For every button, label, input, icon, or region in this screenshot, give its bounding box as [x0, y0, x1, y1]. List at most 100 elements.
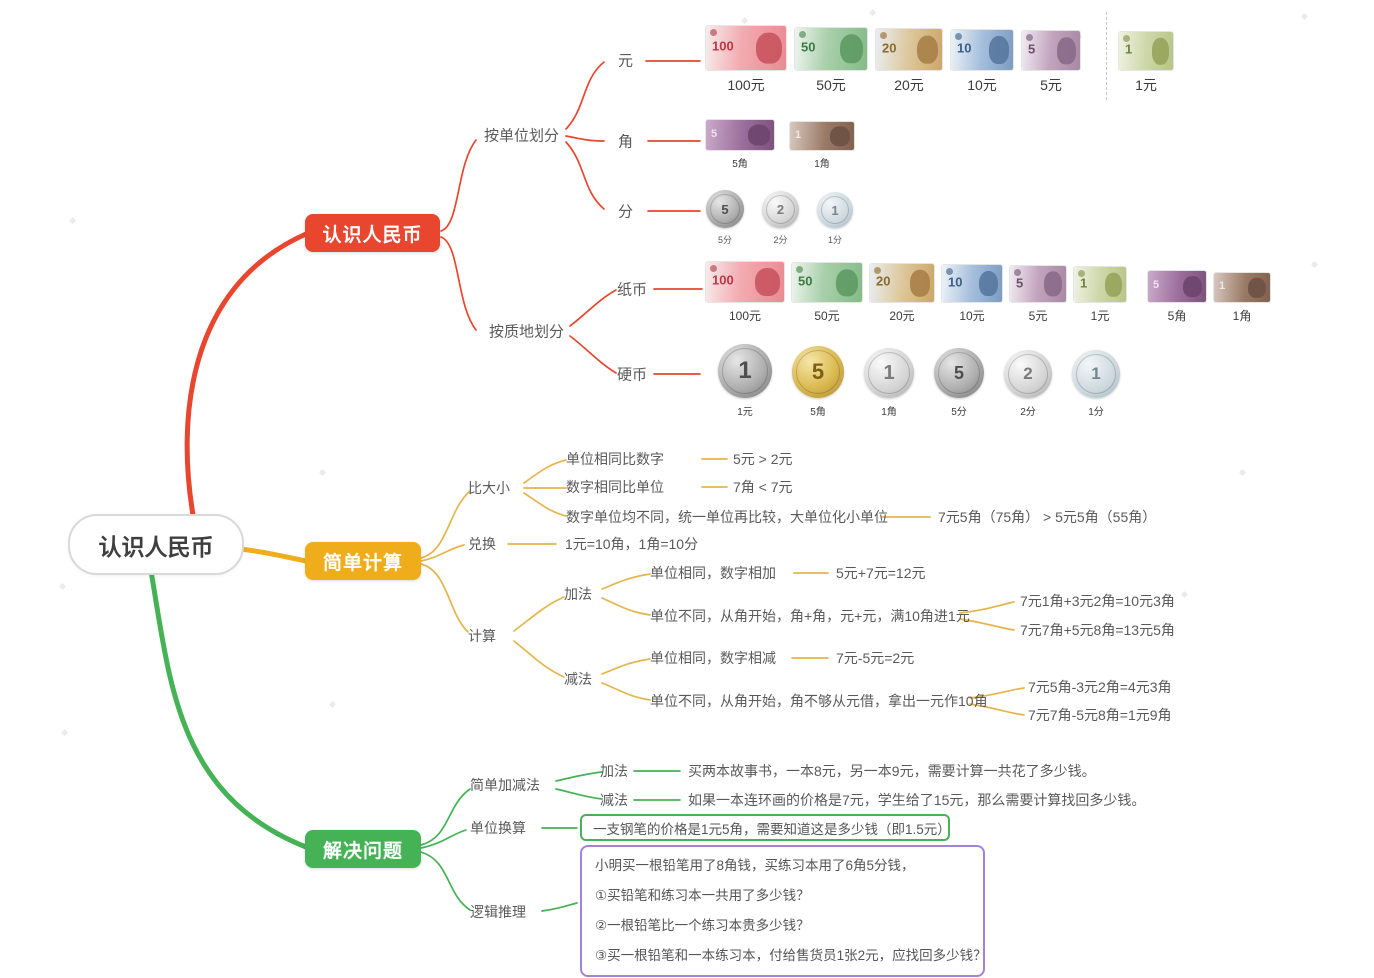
banknote-100yuan: 100 100元 — [706, 26, 786, 95]
coin-face: 5 — [934, 348, 984, 398]
topic-compare-size[interactable]: 比大小 — [468, 480, 510, 496]
banknote-label: 10元 — [967, 77, 997, 93]
rule-same-number-compare-unit[interactable]: 数字相同比单位 — [566, 479, 664, 495]
note-denomination: 10 — [948, 274, 963, 290]
emblem-icon — [1014, 269, 1021, 276]
node-jiao-banknotes[interactable]: 5 5角 1 1角 — [706, 120, 854, 170]
topic-by-unit[interactable]: 按单位划分 — [484, 127, 560, 145]
example-compare-1[interactable]: 5元 > 2元 — [733, 451, 793, 467]
topic-fen[interactable]: 分 — [618, 203, 634, 221]
coin-denomination: 1 — [883, 361, 895, 384]
banknote-face: 5 — [1148, 271, 1206, 302]
coin-face: 2 — [762, 191, 799, 228]
topic-simple-add-sub[interactable]: 简单加减法 — [470, 777, 540, 793]
coin-denomination: 5 — [811, 359, 825, 384]
portrait-icon — [756, 32, 782, 64]
topic-compute[interactable]: 计算 — [468, 628, 496, 644]
node-metal-coins[interactable]: 1 1元 5 5角 1 1角 5 5分 2 2分 1 1分 — [718, 344, 1120, 418]
example-compare-2[interactable]: 7角 < 7元 — [733, 479, 793, 495]
unit-conversion-example-box[interactable]: 一支钢笔的价格是1元5角，需要知道这是多少钱（即1.5元） — [580, 814, 951, 841]
banknote-5yuan: 5 5元 — [1022, 31, 1080, 95]
example-sub-same-unit[interactable]: 7元-5元=2元 — [836, 650, 915, 666]
emblem-icon — [1123, 35, 1130, 42]
banknote-label: 5角 — [1167, 309, 1187, 323]
portrait-icon — [978, 270, 998, 297]
node-fen-coins[interactable]: 5 5分 2 2分 1 1分 — [706, 190, 853, 246]
banknote-face: 1 — [1214, 273, 1270, 302]
banknote-label: 20元 — [894, 77, 924, 93]
banknote-1yuan: 1 1元 — [1119, 32, 1173, 95]
banknote-label: 100元 — [727, 77, 765, 93]
topic-solve-subtraction[interactable]: 减法 — [600, 792, 628, 808]
logic-reasoning-problem-box[interactable]: 小明买一根铅笔用了8角钱，买练习本用了6角5分钱， ①买铅笔和练习本一共用了多少… — [580, 845, 987, 977]
note-denomination: 1 — [1125, 41, 1133, 57]
rule-sub-different-unit[interactable]: 单位不同，从角开始，角不够从元借，拿出一元作10角 — [650, 693, 988, 709]
topic-unit-conversion[interactable]: 单位换算 — [470, 820, 526, 836]
coin-label: 1元 — [737, 407, 753, 418]
topic-by-material[interactable]: 按质地划分 — [489, 323, 565, 341]
banknote-face: 100 — [706, 26, 786, 70]
node-paper-money[interactable]: 100 100元 50 50元 20 20元 10 10元 5 5元 1 1元 … — [706, 262, 1270, 324]
rule-different-units-unify[interactable]: 数字单位均不同，统一单位再比较，大单位化小单位 — [566, 509, 888, 525]
topic-addition[interactable]: 加法 — [564, 586, 592, 602]
branch-simple-calc[interactable]: 简单计算 — [305, 542, 421, 580]
root-node[interactable]: 认识人民币 — [68, 514, 244, 575]
example-compare-3[interactable]: 7元5角（75角） > 5元5角（55角） — [938, 509, 1157, 525]
banknote-10yuan: 10 10元 — [942, 265, 1002, 324]
topic-coins[interactable]: 硬币 — [617, 366, 648, 384]
portrait-icon — [1248, 277, 1266, 298]
rule-sub-same-unit[interactable]: 单位相同，数字相减 — [650, 650, 776, 666]
coin-1jiao: 1 1角 — [864, 348, 914, 418]
coin-5fen: 5 5分 — [934, 348, 984, 418]
note-denomination: 20 — [882, 40, 897, 56]
coin-2fen: 2 2分 — [762, 191, 799, 246]
banknote-face: 1 — [790, 122, 854, 150]
example-add-diff-1[interactable]: 7元1角+3元2角=10元3角 — [1020, 593, 1175, 609]
banknote-label: 5元 — [1040, 77, 1062, 93]
emblem-icon — [955, 33, 962, 40]
coin-face: 1 — [864, 348, 914, 398]
topic-yuan[interactable]: 元 — [618, 52, 634, 70]
topic-paper-money[interactable]: 纸币 — [617, 281, 648, 299]
portrait-icon — [916, 35, 938, 64]
coin-1yuan: 1 1元 — [718, 344, 772, 418]
decor-dot — [318, 468, 327, 477]
topic-exchange[interactable]: 兑换 — [468, 536, 496, 552]
topic-logic-reasoning[interactable]: 逻辑推理 — [470, 904, 526, 920]
coin-face: 1 — [1072, 350, 1120, 398]
branch-solve-problems[interactable]: 解决问题 — [305, 830, 421, 868]
banknote-face: 10 — [942, 265, 1002, 302]
example-sub-diff-2[interactable]: 7元7角-5元8角=1元9角 — [1028, 707, 1172, 723]
rule-add-different-unit[interactable]: 单位不同，从角开始，角+角，元+元，满10角进1元 — [650, 608, 970, 624]
portrait-icon — [1105, 272, 1122, 297]
emblem-icon — [796, 266, 803, 273]
banknote-label: 5元 — [1028, 309, 1048, 323]
banknote-face: 5 — [1010, 266, 1066, 302]
example-solve-addition[interactable]: 买两本故事书，一本8元，另一本9元，需要计算一共花了多少钱。 — [688, 763, 1096, 779]
branch-recognize-rmb[interactable]: 认识人民币 — [305, 214, 440, 252]
banknote-20yuan: 20 20元 — [870, 264, 934, 324]
rule-same-unit-compare-number[interactable]: 单位相同比数字 — [566, 451, 664, 467]
logic-problem-intro: 小明买一根铅笔用了8角钱，买练习本用了6角5分钱， — [595, 858, 915, 873]
emblem-icon — [1026, 34, 1033, 41]
note-denomination: 5 — [1016, 275, 1024, 291]
example-add-diff-2[interactable]: 7元7角+5元8角=13元5角 — [1020, 622, 1175, 638]
example-sub-diff-1[interactable]: 7元5角-3元2角=4元3角 — [1028, 679, 1172, 695]
coin-denomination: 1 — [831, 202, 839, 218]
example-exchange[interactable]: 1元=10角，1角=10分 — [565, 536, 699, 552]
topic-solve-addition[interactable]: 加法 — [600, 763, 628, 779]
banknote-1yuan: 1 1元 — [1074, 267, 1126, 324]
note-denomination: 1 — [1219, 280, 1226, 293]
topic-subtraction[interactable]: 减法 — [564, 671, 592, 687]
example-solve-subtraction[interactable]: 如果一本连环画的价格是7元，学生给了15元，那么需要计算找回多少钱。 — [688, 792, 1146, 808]
logic-problem-question-3: ③买一根铅笔和一本练习本，付给售货员1张2元，应找回多少钱？ — [595, 948, 987, 963]
example-add-same-unit[interactable]: 5元+7元=12元 — [836, 565, 926, 581]
topic-jiao[interactable]: 角 — [618, 133, 634, 151]
node-yuan-banknotes[interactable]: 100 100元 50 50元 20 20元 10 10元 5 5元 1 1元 — [706, 26, 1173, 95]
rule-add-same-unit[interactable]: 单位相同，数字相加 — [650, 565, 776, 581]
decor-dot — [1300, 12, 1309, 21]
note-denomination: 100 — [712, 38, 734, 54]
banknote-face: 5 — [1022, 31, 1080, 70]
coin-denomination: 2 — [776, 202, 785, 217]
